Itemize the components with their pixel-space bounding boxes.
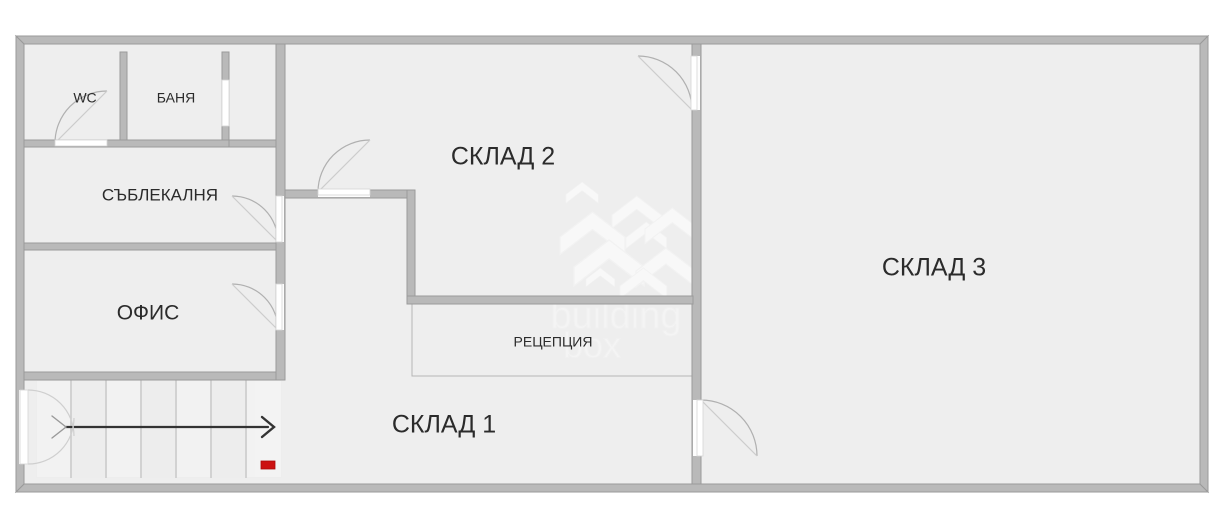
wall-below-ofis	[23, 371, 277, 381]
stair-direction-arrow	[51, 415, 276, 439]
wall-outer-bottom	[14, 483, 1210, 493]
wall-outer-right	[1199, 34, 1209, 494]
door-sublekalnya	[231, 195, 283, 243]
door-banya	[221, 79, 230, 127]
doors	[19, 55, 758, 465]
wall-wc-banya	[119, 51, 128, 141]
door-sklad2	[317, 139, 371, 196]
room-label-sklad3: СКЛАД 3	[882, 254, 986, 282]
door-ofis	[231, 283, 283, 331]
landing-marker	[260, 460, 276, 470]
walls	[14, 34, 1210, 494]
wall-outer-left	[15, 34, 25, 494]
room-labels: WC БАНЯ СЪБЛЕКАЛНЯ ОФИС СКЛАД 2 РЕЦЕПЦИЯ…	[73, 90, 986, 439]
room-label-banya: БАНЯ	[157, 90, 195, 106]
door-wc	[54, 90, 108, 147]
room-label-receptsiya: РЕЦЕПЦИЯ	[514, 334, 593, 350]
room-label-sklad1: СКЛАД 1	[392, 411, 496, 439]
room-label-ofis: ОФИС	[117, 302, 180, 325]
wall-below-banya-ext	[228, 139, 277, 148]
staircase	[36, 380, 282, 478]
door-stairs-entry	[19, 389, 75, 465]
room-label-sublekalnya: СЪБЛЕКАЛНЯ	[102, 185, 218, 204]
watermark-line2: box	[563, 325, 621, 366]
room-label-wc: WC	[73, 90, 96, 106]
door-sklad3-lower	[696, 399, 758, 457]
wall-outer-top	[14, 35, 1210, 45]
room-label-sklad2: СКЛАД 2	[451, 143, 555, 171]
wall-sklad2-bottom	[406, 295, 694, 305]
wall-sklad3-divider	[691, 43, 702, 485]
wall-sklad2-vertical	[406, 189, 416, 305]
door-sklad3-upper	[637, 55, 698, 111]
wall-below-sublekalnya	[23, 242, 277, 251]
